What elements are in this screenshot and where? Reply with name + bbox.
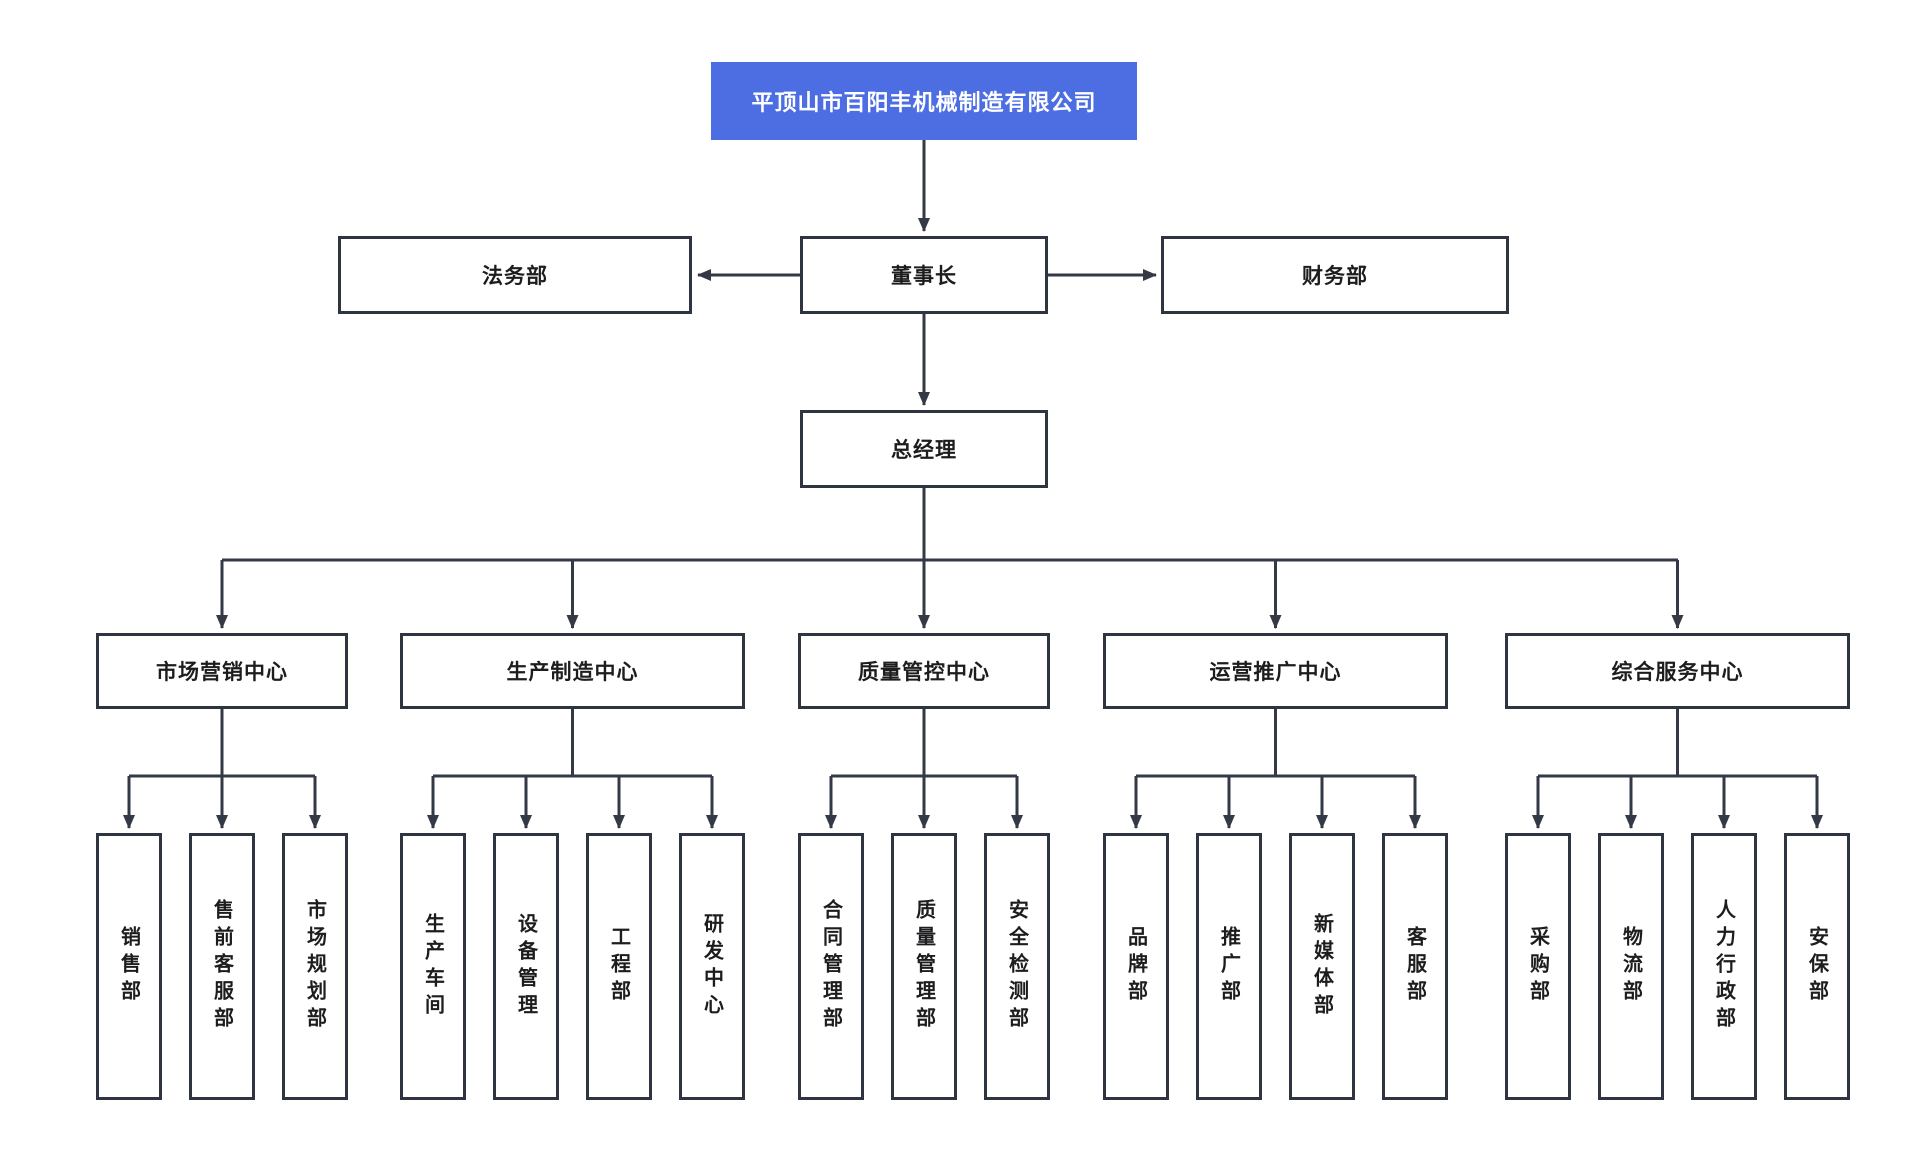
node-dept-quality-management: 质量管理部 bbox=[891, 833, 957, 1100]
node-dept-presales-service: 售前客服部 bbox=[189, 833, 255, 1100]
node-dept-production-workshop: 生产车间 bbox=[400, 833, 466, 1100]
node-general-manager: 总经理 bbox=[800, 410, 1048, 488]
node-dept-promotion: 推广部 bbox=[1196, 833, 1262, 1100]
node-dept-logistics: 物流部 bbox=[1598, 833, 1664, 1100]
node-center-operations: 运营推广中心 bbox=[1103, 633, 1448, 709]
node-chairman: 董事长 bbox=[800, 236, 1048, 314]
node-dept-customer-service: 客服部 bbox=[1382, 833, 1448, 1100]
node-center-quality: 质量管控中心 bbox=[798, 633, 1050, 709]
node-company-title: 平顶山市百阳丰机械制造有限公司 bbox=[711, 62, 1137, 140]
node-dept-equipment-management: 设备管理 bbox=[493, 833, 559, 1100]
node-center-marketing: 市场营销中心 bbox=[96, 633, 348, 709]
node-dept-brand: 品牌部 bbox=[1103, 833, 1169, 1100]
node-dept-sales: 销售部 bbox=[96, 833, 162, 1100]
node-dept-market-planning: 市场规划部 bbox=[282, 833, 348, 1100]
node-center-production: 生产制造中心 bbox=[400, 633, 745, 709]
node-finance-dept: 财务部 bbox=[1161, 236, 1509, 314]
node-dept-engineering: 工程部 bbox=[586, 833, 652, 1100]
node-center-services: 综合服务中心 bbox=[1505, 633, 1850, 709]
node-dept-new-media: 新媒体部 bbox=[1289, 833, 1355, 1100]
node-dept-rnd-center: 研发中心 bbox=[679, 833, 745, 1100]
node-dept-security: 安保部 bbox=[1784, 833, 1850, 1100]
node-legal-dept: 法务部 bbox=[338, 236, 692, 314]
node-dept-contract-management: 合同管理部 bbox=[798, 833, 864, 1100]
node-dept-procurement: 采购部 bbox=[1505, 833, 1571, 1100]
node-dept-safety-inspection: 安全检测部 bbox=[984, 833, 1050, 1100]
node-dept-hr-admin: 人力行政部 bbox=[1691, 833, 1757, 1100]
